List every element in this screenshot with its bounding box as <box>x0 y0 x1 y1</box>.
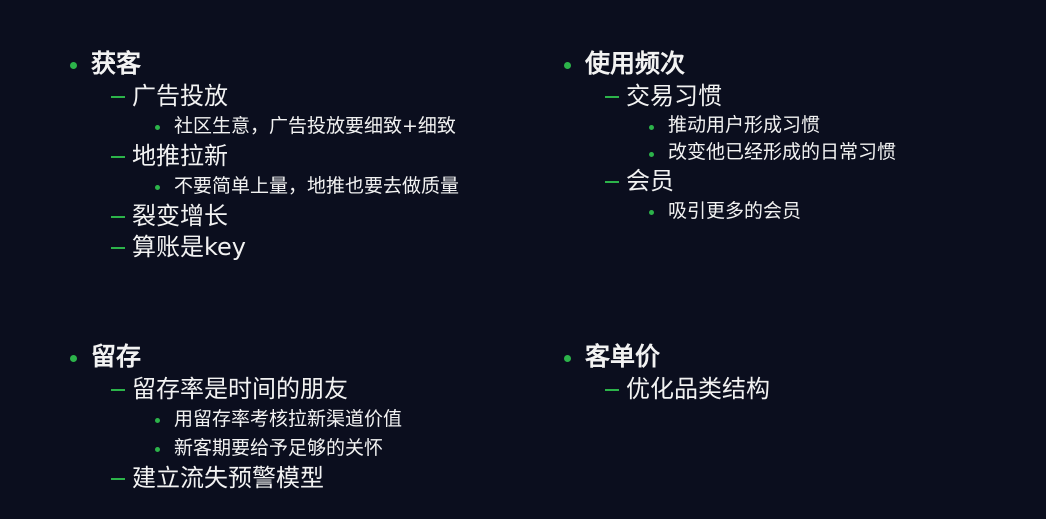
list-item: 裂变增长 <box>70 201 459 232</box>
bullet-dot-icon <box>564 355 571 362</box>
list-item: 留存率是时间的朋友 <box>70 374 402 405</box>
sub-list-item: 新客期要给予足够的关怀 <box>70 434 402 463</box>
list-item: 优化品类结构 <box>564 374 770 405</box>
section-acquisition: 获客 广告投放 社区生意，广告投放要细致+细致 地推拉新 不要简单上量，地推也要… <box>70 47 459 263</box>
sub-list-item: 推动用户形成习惯 <box>564 112 896 139</box>
section-title-text: 获客 <box>91 49 142 78</box>
small-dot-icon <box>649 125 654 130</box>
dash-bullet-icon <box>111 478 125 480</box>
dash-bullet-icon <box>605 181 619 183</box>
small-dot-icon <box>155 418 160 423</box>
dash-bullet-icon <box>111 389 125 391</box>
dash-bullet-icon <box>111 156 125 158</box>
sub-list-item: 改变他已经形成的日常习惯 <box>564 139 896 166</box>
section-title: 获客 <box>70 47 459 81</box>
section-title-text: 使用频次 <box>585 49 686 78</box>
list-item: 建立流失预警模型 <box>70 463 402 494</box>
sub-list-item: 用留存率考核拉新渠道价值 <box>70 405 402 434</box>
dash-bullet-icon <box>111 96 125 98</box>
sub-list-item: 不要简单上量，地推也要去做质量 <box>70 172 459 201</box>
bullet-dot-icon <box>70 355 77 362</box>
section-title-text: 留存 <box>91 342 142 371</box>
list-item: 交易习惯 <box>564 81 896 112</box>
small-dot-icon <box>155 125 160 130</box>
section-usage-frequency: 使用频次 交易习惯 推动用户形成习惯 改变他已经形成的日常习惯 会员 吸引更多的… <box>564 47 896 226</box>
dash-bullet-icon <box>111 216 125 218</box>
section-title-text: 客单价 <box>585 342 661 371</box>
sub-list-item: 吸引更多的会员 <box>564 197 896 226</box>
section-title: 客单价 <box>564 340 770 374</box>
bullet-dot-icon <box>70 62 77 69</box>
small-dot-icon <box>649 210 654 215</box>
list-item: 算账是key <box>70 232 459 263</box>
dash-bullet-icon <box>111 247 125 249</box>
section-title: 留存 <box>70 340 402 374</box>
list-item: 广告投放 <box>70 81 459 112</box>
small-dot-icon <box>155 447 160 452</box>
dash-bullet-icon <box>605 96 619 98</box>
dash-bullet-icon <box>605 389 619 391</box>
section-order-value: 客单价 优化品类结构 <box>564 340 770 405</box>
small-dot-icon <box>649 152 654 157</box>
list-item: 会员 <box>564 166 896 197</box>
bullet-dot-icon <box>564 62 571 69</box>
sub-list-item: 社区生意，广告投放要细致+细致 <box>70 112 459 141</box>
section-retention: 留存 留存率是时间的朋友 用留存率考核拉新渠道价值 新客期要给予足够的关怀 建立… <box>70 340 402 494</box>
section-title: 使用频次 <box>564 47 896 81</box>
small-dot-icon <box>155 185 160 190</box>
list-item: 地推拉新 <box>70 141 459 172</box>
